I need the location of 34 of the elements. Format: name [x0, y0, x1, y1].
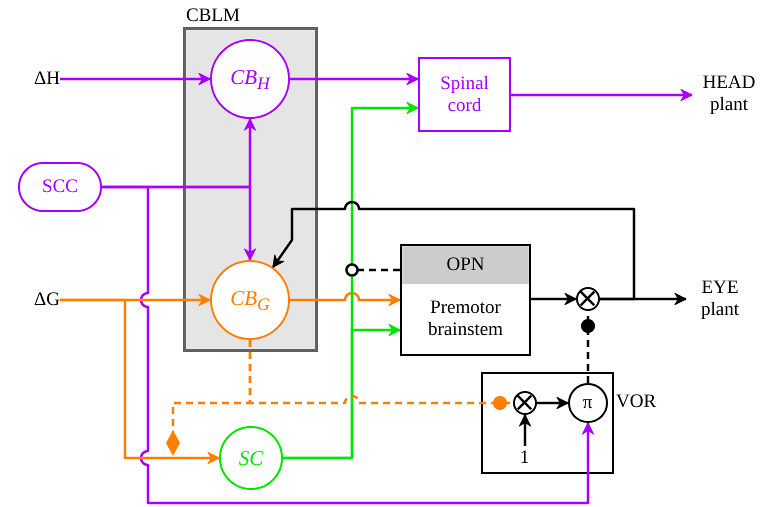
arrow [531, 293, 576, 305]
arrow [60, 298, 220, 464]
arrow [60, 73, 210, 85]
arrow [272, 200, 636, 300]
node-label: CB$_{G}$ [230, 286, 270, 314]
arrow [519, 414, 531, 446]
node-label: π [582, 392, 592, 414]
node-label: CB$_{H}$ [230, 64, 270, 94]
process-box [418, 57, 511, 132]
group-title: VOR [616, 391, 656, 413]
arrow [290, 292, 400, 306]
node-label: Spinal cord [439, 72, 490, 116]
signal-label: ΔG [10, 288, 60, 312]
arrow [290, 73, 418, 85]
sensor-box [18, 162, 102, 212]
box-text: Premotor brainstem [427, 297, 504, 341]
process-circle [568, 382, 608, 422]
signal-line [345, 263, 400, 277]
multiplier-circle [512, 390, 536, 414]
signal-line [166, 340, 252, 456]
signal-label: 1 [516, 446, 534, 470]
signal-label: HEAD plant [692, 70, 766, 118]
process-box [400, 244, 531, 356]
arrow [283, 324, 400, 460]
arrow [537, 397, 568, 409]
signal-label: ΔH [10, 67, 60, 91]
arrow [511, 89, 692, 101]
box-header: OPN [402, 246, 529, 284]
signal-label: EYE plant [686, 275, 754, 323]
node-label: SCC [42, 176, 78, 198]
node-label: SC [238, 446, 264, 470]
arrow [102, 186, 594, 504]
group-title: CBLM [186, 5, 240, 27]
multiplier-circle [576, 287, 600, 311]
